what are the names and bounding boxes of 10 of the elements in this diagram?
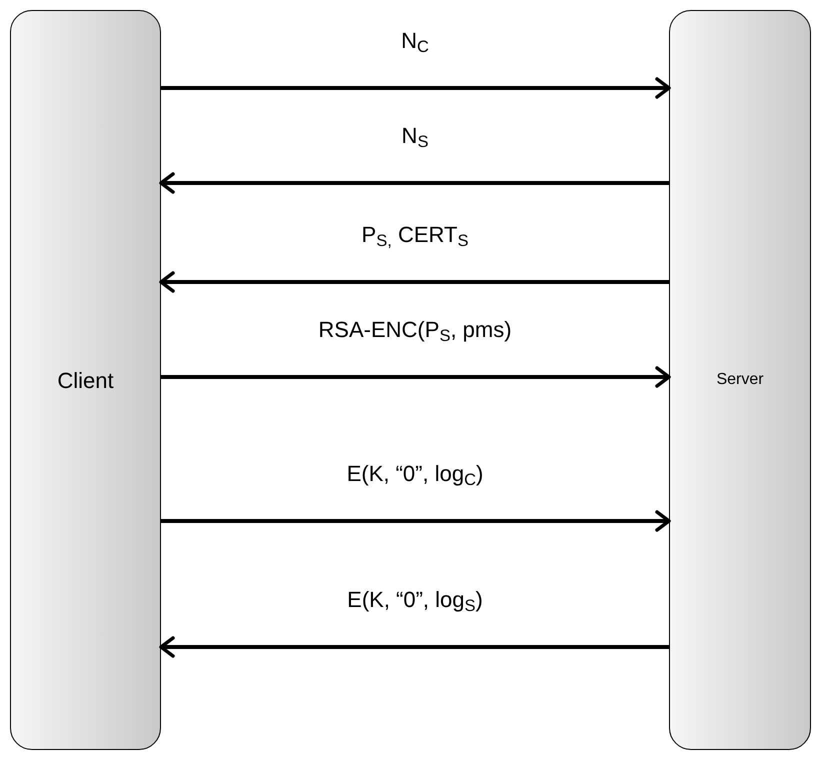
arrow [161,77,671,99]
arrow [161,366,671,388]
node-label: Client [57,366,114,394]
node-label: Server [716,370,764,390]
arrow [159,636,669,658]
arrow [161,510,671,532]
lifeline-box [10,10,161,750]
arrow [159,172,669,194]
arrow [159,271,669,293]
lifeline-box [669,10,811,750]
